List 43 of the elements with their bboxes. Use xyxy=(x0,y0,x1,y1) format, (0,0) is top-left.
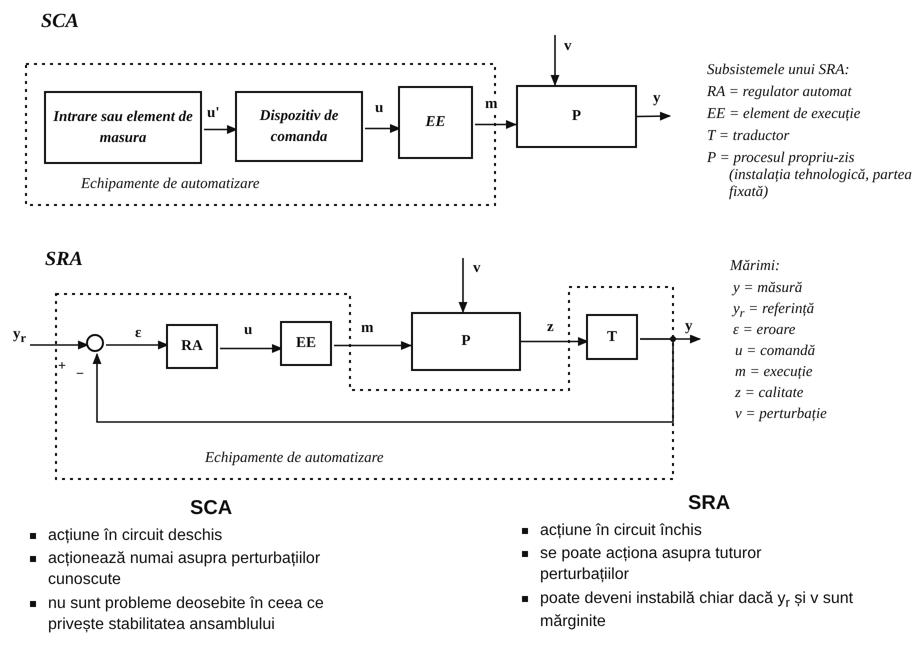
arrow xyxy=(458,258,468,314)
block-box: EE xyxy=(398,86,473,159)
legend-text: u = comandă xyxy=(735,343,816,360)
legend-text: m = execuție xyxy=(735,364,813,381)
column-heading: SCA xyxy=(190,497,232,520)
bullet-text: acțiune în circuit deschis xyxy=(48,526,224,546)
block-box: EE xyxy=(280,321,332,366)
section-heading: SCA xyxy=(41,10,79,33)
edge-label: m xyxy=(484,96,498,112)
column-heading: SRA xyxy=(688,492,730,515)
block-box: P xyxy=(411,312,521,371)
dashed-boundary xyxy=(25,63,496,206)
block-box: Intrare sau element de masura xyxy=(44,91,202,164)
arrow xyxy=(92,338,674,423)
arrow xyxy=(550,35,560,86)
legend-text: EE = element de execuție xyxy=(707,106,860,123)
legend-text: P = procesul propriu-zis (instalația tehnologică, partea fixată) xyxy=(707,150,913,201)
block-box: T xyxy=(586,314,638,360)
section-heading: SRA xyxy=(45,248,83,271)
group-label: Echipamente de automatizare xyxy=(205,450,384,467)
legend-text: y$_{r}$ = referință xyxy=(733,301,814,321)
legend-text: ε = eroare xyxy=(733,322,796,339)
sign-label: + xyxy=(58,360,66,374)
block-box: RA xyxy=(166,324,218,369)
summing-junction xyxy=(86,334,104,352)
legend-text: y = măsură xyxy=(733,280,802,297)
legend-text: Subsistemele unui SRA: xyxy=(707,62,850,79)
arrow xyxy=(475,120,518,129)
sign-label: − xyxy=(76,368,84,382)
group-label: Echipamente de automatizare xyxy=(81,176,260,193)
legend-text: Mărimi: xyxy=(730,258,780,275)
legend-text: v = perturbație xyxy=(735,406,827,423)
legend-text: RA = regulator automat xyxy=(707,84,852,101)
arrow xyxy=(636,112,672,121)
arrow xyxy=(334,341,412,350)
block-box: P xyxy=(516,85,637,148)
legend-text: z = calitate xyxy=(735,385,804,402)
block-box: Dispozitiv de comanda xyxy=(235,91,363,162)
bullet-text: acțiune în circuit închis xyxy=(540,521,703,541)
legend-text: T = traductor xyxy=(707,128,790,145)
bullet-text: nu sunt probleme deosebite în ceea ce privește stabilitatea ansamblului xyxy=(48,594,325,635)
dashed-boundary xyxy=(55,286,674,480)
bullet-text: poate deveni instabilă chiar dacă y$_{r}$ și v sunt mărginite xyxy=(540,589,854,632)
